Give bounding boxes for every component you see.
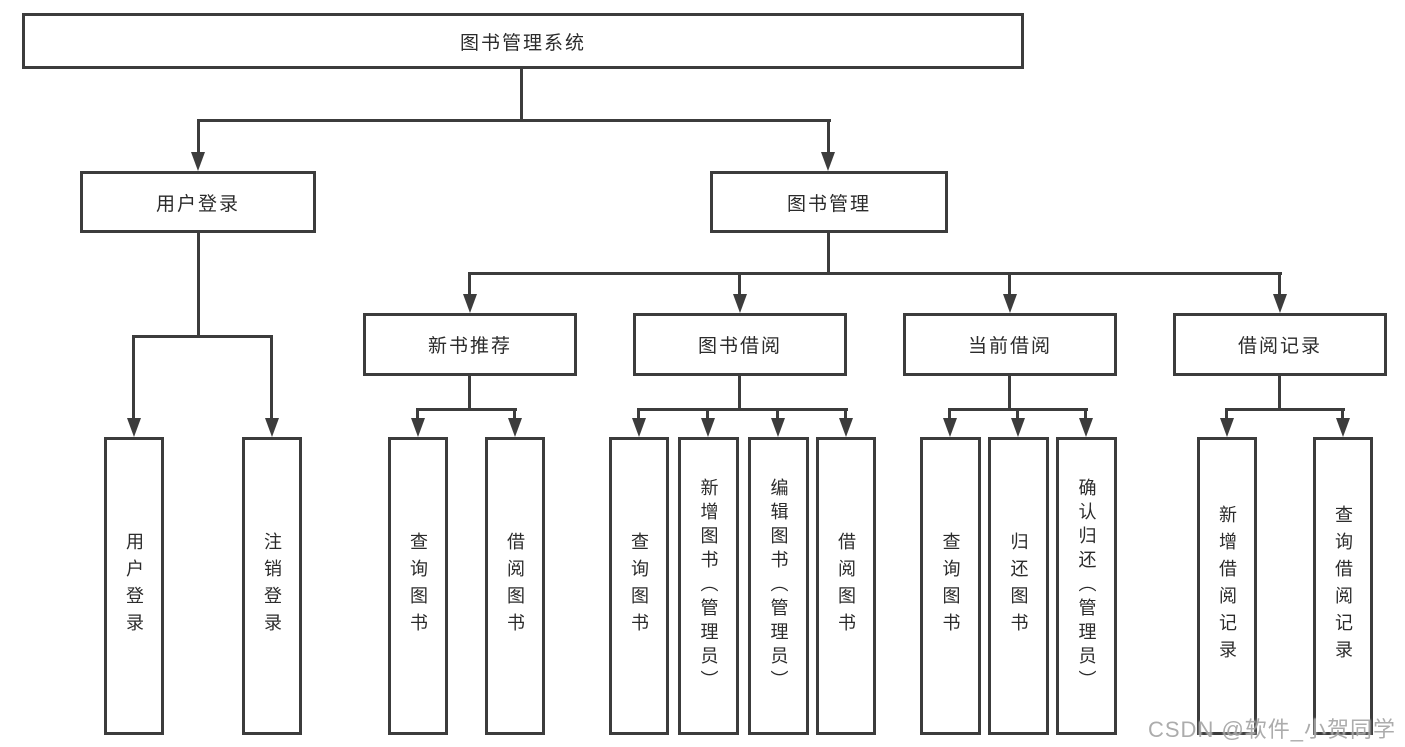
node-new-book-recommend: 新书推荐 <box>363 313 577 376</box>
arrow-down-icon <box>1079 418 1093 437</box>
connector-line <box>270 335 273 419</box>
arrow-down-icon <box>821 152 835 171</box>
arrow-down-icon <box>1011 418 1025 437</box>
node-borrowing-records: 借阅记录 <box>1173 313 1387 376</box>
arrow-down-icon <box>1336 418 1350 437</box>
connector-line <box>844 408 847 420</box>
node-user-login: 用户登录 <box>80 171 316 233</box>
node-label: 借阅记录 <box>1237 336 1322 357</box>
leaf-edit-books-admin: 编辑图书（管理员） <box>748 437 809 735</box>
leaf-query-books: 查询图书 <box>388 437 448 735</box>
node-label: 新增图书（管理员） <box>698 478 719 694</box>
node-label: 查询借阅记录 <box>1333 505 1353 667</box>
connector-line <box>197 119 200 153</box>
arrow-down-icon <box>1003 294 1017 313</box>
node-label: 查询图书 <box>629 532 649 640</box>
connector-bar <box>417 408 517 411</box>
leaf-borrow-books: 借阅图书 <box>816 437 876 735</box>
node-label: 新书推荐 <box>427 336 512 357</box>
node-label: 归还图书 <box>1008 532 1029 640</box>
arrow-down-icon <box>632 418 646 437</box>
connector-line <box>738 272 741 300</box>
connector-bar <box>132 335 273 338</box>
connector-line <box>738 376 741 410</box>
connector-line <box>1225 408 1228 420</box>
connector-line <box>197 233 200 337</box>
leaf-add-books-admin: 新增图书（管理员） <box>678 437 739 735</box>
node-label: 借阅图书 <box>505 532 525 640</box>
leaf-logout: 注销登录 <box>242 437 302 735</box>
connector-line <box>132 335 135 419</box>
connector-line <box>637 408 640 420</box>
node-label: 借阅图书 <box>836 532 856 640</box>
node-label: 注销登录 <box>262 532 282 640</box>
connector-line <box>776 408 779 420</box>
leaf-query-books: 查询图书 <box>609 437 669 735</box>
connector-line <box>706 408 709 420</box>
node-label: 编辑图书（管理员） <box>768 478 789 694</box>
connector-line <box>513 408 516 420</box>
arrow-down-icon <box>508 418 522 437</box>
arrow-down-icon <box>733 294 747 313</box>
arrow-down-icon <box>127 418 141 437</box>
connector-line <box>1008 272 1011 300</box>
arrow-down-icon <box>771 418 785 437</box>
leaf-query-books: 查询图书 <box>920 437 981 735</box>
node-label: 当前借阅 <box>967 336 1052 357</box>
node-label: 用户登录 <box>124 532 144 640</box>
arrow-down-icon <box>943 418 957 437</box>
node-label: 图书管理系统 <box>459 32 586 54</box>
node-current-borrowing: 当前借阅 <box>903 313 1117 376</box>
connector-line <box>468 272 471 300</box>
node-label: 确认归还（管理员） <box>1076 478 1097 694</box>
arrow-down-icon <box>701 418 715 437</box>
node-label: 查询图书 <box>940 532 961 640</box>
connector-line <box>416 408 419 420</box>
node-book-management: 图书管理 <box>710 171 948 233</box>
connector-line <box>1341 408 1344 420</box>
connector-line <box>1008 376 1011 410</box>
arrow-down-icon <box>839 418 853 437</box>
connector-bar <box>637 408 848 411</box>
connector-line <box>1278 376 1281 410</box>
leaf-confirm-return-admin: 确认归还（管理员） <box>1056 437 1117 735</box>
csdn-watermark: CSDN @软件_小贺同学 <box>1148 717 1397 742</box>
connector-line <box>468 376 471 410</box>
connector-root-stem <box>520 69 523 120</box>
node-library-management-system: 图书管理系统 <box>22 13 1024 69</box>
connector-line <box>1084 408 1087 420</box>
leaf-borrow-books: 借阅图书 <box>485 437 545 735</box>
connector-line <box>1278 272 1281 300</box>
arrow-down-icon <box>463 294 477 313</box>
leaf-add-borrow-record: 新增借阅记录 <box>1197 437 1257 735</box>
arrow-down-icon <box>411 418 425 437</box>
connector-level3-bar <box>469 272 1282 275</box>
connector-line <box>948 408 951 420</box>
node-label: 图书管理 <box>786 193 871 215</box>
node-book-borrowing: 图书借阅 <box>633 313 847 376</box>
arrow-down-icon <box>1273 294 1287 313</box>
arrow-down-icon <box>1220 418 1234 437</box>
arrow-down-icon <box>191 152 205 171</box>
node-label: 新增借阅记录 <box>1217 505 1237 667</box>
connector-bar <box>1225 408 1345 411</box>
arrow-down-icon <box>265 418 279 437</box>
leaf-user-login: 用户登录 <box>104 437 164 735</box>
connector-level2-bar <box>197 119 831 122</box>
node-label: 查询图书 <box>408 532 428 640</box>
connector-line <box>827 119 830 153</box>
connector-line <box>827 233 830 274</box>
node-label: 用户登录 <box>155 193 240 215</box>
leaf-query-borrow-record: 查询借阅记录 <box>1313 437 1373 735</box>
leaf-return-books: 归还图书 <box>988 437 1049 735</box>
connector-line <box>1016 408 1019 420</box>
node-label: 图书借阅 <box>697 336 782 357</box>
